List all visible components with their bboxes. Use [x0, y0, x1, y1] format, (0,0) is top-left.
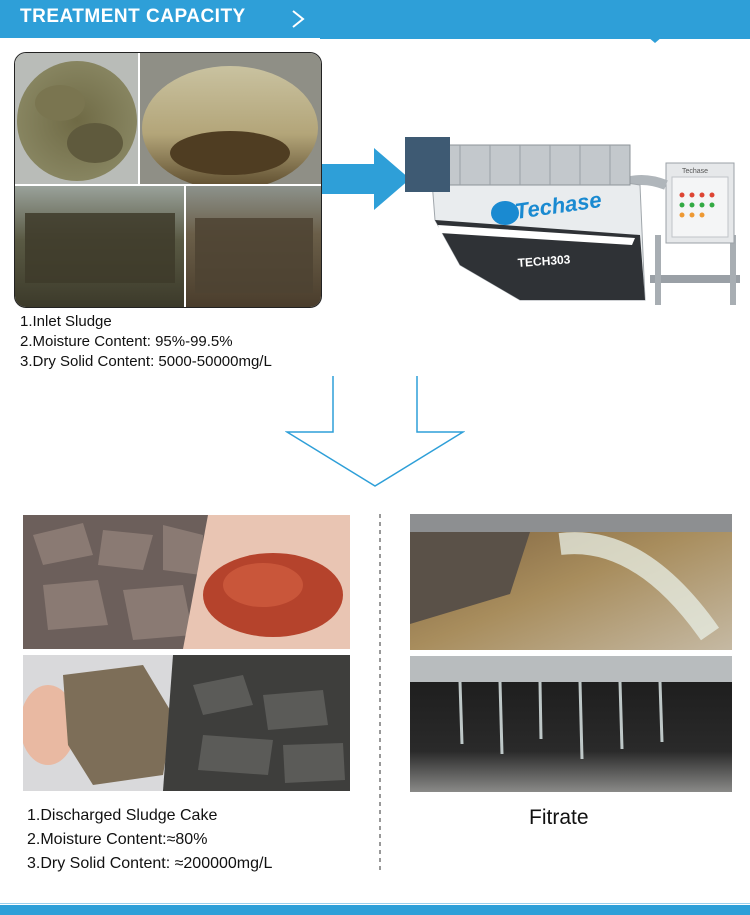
cake-line-2: 2.Moisture Content:≈80% — [27, 831, 208, 848]
chevron-right-icon — [292, 10, 305, 28]
filtrate-photos — [410, 514, 732, 792]
filtrate-label: Fitrate — [529, 806, 589, 829]
cabinet-brand: Techase — [682, 168, 708, 175]
page-title: TREATMENT CAPACITY — [20, 6, 246, 27]
cake-line-1: 1.Discharged Sludge Cake — [27, 807, 218, 824]
arrow-down-icon — [285, 376, 465, 487]
inlet-line-1: 1.Inlet Sludge — [20, 313, 112, 330]
machine-model: TECH303 — [517, 252, 571, 270]
inlet-line-2: 2.Moisture Content: 95%-99.5% — [20, 333, 233, 350]
sludge-cake-photos — [23, 515, 350, 791]
inlet-line-3: 3.Dry Solid Content: 5000-50000mg/L — [20, 353, 272, 370]
arrow-right-icon — [322, 148, 410, 210]
vertical-divider — [379, 514, 381, 874]
footer-line — [0, 903, 750, 904]
header-underline — [320, 37, 750, 39]
header-notch — [648, 37, 662, 43]
footer-bar — [0, 905, 750, 915]
inlet-sludge-image — [15, 53, 321, 307]
dewatering-machine-image: Techase Techase TECH303 — [405, 137, 740, 305]
cake-line-3: 3.Dry Solid Content: ≈200000mg/L — [27, 855, 273, 872]
inlet-sludge-photos — [14, 52, 322, 308]
header-banner: TREATMENT CAPACITY — [0, 0, 750, 38]
